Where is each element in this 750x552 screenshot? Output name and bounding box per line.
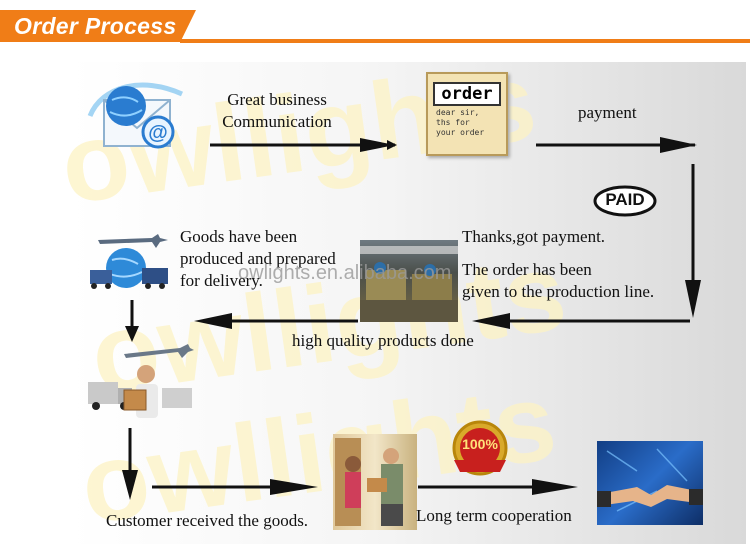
header-underline [180, 39, 750, 43]
thanks-label: Thanks,got payment. [462, 227, 606, 246]
quality-badge-100: 100% [440, 420, 520, 486]
email-icon: @ [82, 76, 192, 154]
page-title: Order Process [14, 13, 177, 39]
handshake-image [597, 441, 703, 525]
quality-label: high quality products done [292, 331, 474, 350]
production-label: The order has been given to the producti… [462, 260, 655, 302]
arrow-factory-to-goods-head [194, 313, 232, 329]
delivery-person-image [84, 344, 196, 424]
page-header: Order Process [0, 0, 750, 48]
payment-label: payment [578, 103, 637, 122]
order-card-image: order dear sir, ths for your order [426, 72, 508, 156]
arrow-order-to-payment-head [660, 137, 697, 153]
order-card-title: order [433, 82, 501, 106]
goods-ready-label: Goods have been produced and prepared fo… [180, 227, 336, 291]
svg-text:@: @ [148, 122, 168, 144]
order-card-body: dear sir, ths for your order [436, 108, 485, 137]
watermark-url: owlights.en.alibaba.com [238, 262, 452, 284]
cooperation-label: Long term cooperation [416, 506, 572, 525]
communication-label: Great business Communication [222, 90, 332, 132]
received-label: Customer received the goods. [106, 511, 309, 530]
arrow-communication-to-order-head [360, 138, 395, 152]
badge-100-text: 100% [462, 436, 498, 452]
arrow-payment-down-head [685, 280, 701, 318]
arrow-to-customer-head [270, 479, 318, 495]
arrow-production-to-goods-head [472, 313, 510, 329]
paid-badge: PAID [592, 184, 658, 218]
paid-badge-text: PAID [605, 190, 645, 209]
title-tab [0, 10, 196, 42]
customer-delivery-image [333, 434, 417, 530]
shipping-globe-icon [82, 226, 172, 298]
arrow-to-cooperation-head [532, 479, 578, 495]
factory-image [360, 240, 458, 322]
arrow-delivery-down-head [122, 470, 138, 500]
arrow-goods-down-head [125, 326, 139, 342]
